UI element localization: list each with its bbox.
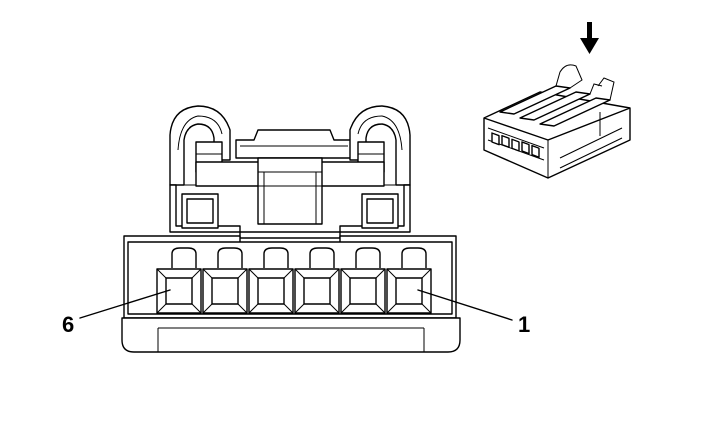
connector-front-view: 6 1 — [62, 105, 530, 353]
connector-isometric-view — [483, 22, 631, 179]
callout-label-6: 6 — [62, 312, 74, 337]
pin-cavity-3 — [294, 247, 340, 314]
pin-cavity-5 — [202, 247, 248, 314]
pin-cavity-2 — [340, 247, 386, 314]
pin-cavity-6 — [156, 247, 202, 314]
down-arrow-icon — [580, 22, 599, 54]
callout-label-1: 1 — [518, 312, 530, 337]
top-center-tab — [235, 129, 353, 159]
pin-cavity-4 — [248, 247, 294, 314]
pin-cavity-1 — [386, 247, 432, 314]
pin-cavities — [156, 247, 432, 314]
upper-housing — [169, 157, 411, 239]
leader-line-1 — [417, 289, 513, 321]
leader-line-6 — [79, 289, 171, 319]
